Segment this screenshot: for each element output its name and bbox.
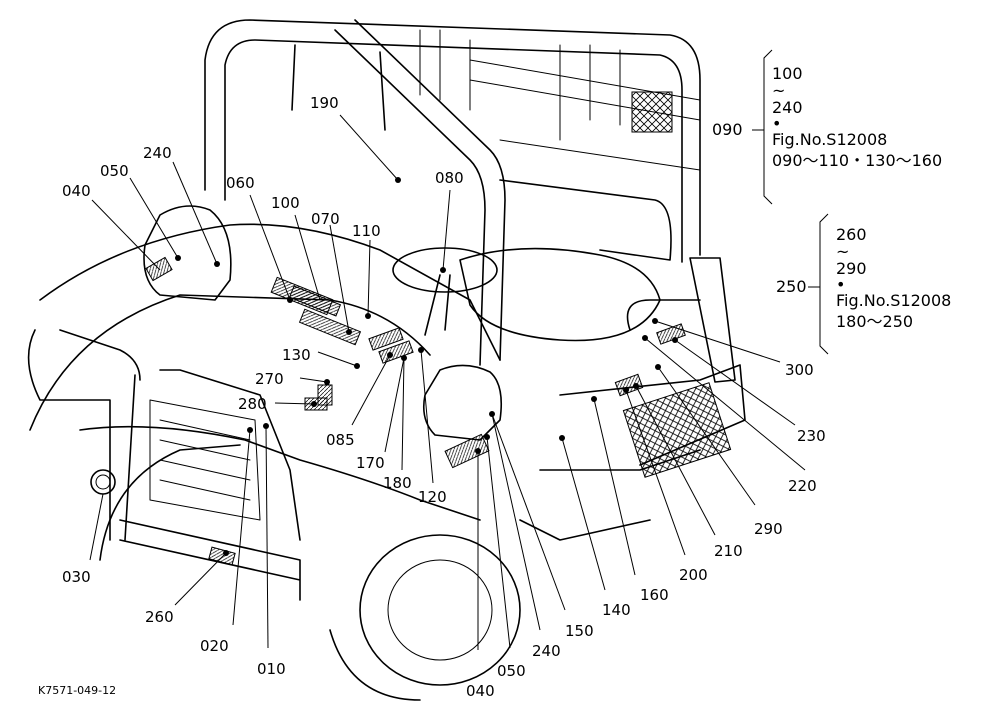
- callout-120: 120: [418, 488, 447, 506]
- callout-300: 300: [785, 361, 814, 379]
- note-250-line-5: Fig.No.S12008: [836, 291, 952, 310]
- callout-040-top: 040: [62, 182, 91, 200]
- note-090-line-3: 240: [772, 98, 803, 117]
- callout-180: 180: [383, 474, 412, 492]
- callout-085: 085: [326, 431, 355, 449]
- callout-130: 130: [282, 346, 311, 364]
- note-090-line-5: Fig.No.S12008: [772, 130, 888, 149]
- callout-280: 280: [238, 395, 267, 413]
- callout-140: 140: [602, 601, 631, 619]
- note-250-line-2: ~: [836, 242, 850, 261]
- note-090-line-1: 100: [772, 64, 803, 83]
- callout-080: 080: [435, 169, 464, 187]
- note-250-line-1: 260: [836, 225, 867, 244]
- callout-060: 060: [226, 174, 255, 192]
- note-250-line-4: •: [836, 275, 846, 294]
- note-250-line-3: 290: [836, 259, 867, 278]
- note-brackets: [752, 49, 829, 355]
- callout-050-bottom: 050: [497, 662, 526, 680]
- callout-190: 190: [310, 94, 339, 112]
- callout-260-bottom: 260: [145, 608, 174, 626]
- callout-100: 100: [271, 194, 300, 212]
- callout-070: 070: [311, 210, 340, 228]
- callout-030: 030: [62, 568, 91, 586]
- callout-270: 270: [255, 370, 284, 388]
- callout-150: 150: [565, 622, 594, 640]
- note-090: 100 ~ 240 • Fig.No.S12008 090～110・130～16…: [772, 63, 942, 171]
- note-key-090: 090: [712, 120, 743, 139]
- leader-lines: [89, 114, 806, 650]
- callout-210: 210: [714, 542, 743, 560]
- decals: [145, 256, 686, 566]
- callout-170: 170: [356, 454, 385, 472]
- note-090-line-6: 090～110・130～160: [772, 151, 943, 170]
- callout-010: 010: [257, 660, 286, 678]
- callout-110: 110: [352, 222, 381, 240]
- note-250-line-6: 180～250: [836, 312, 914, 331]
- callout-240-top: 240: [143, 144, 172, 162]
- drawing-code: K7571-049-12: [38, 684, 117, 697]
- callout-200: 200: [679, 566, 708, 584]
- callout-050-top: 050: [100, 162, 129, 180]
- callout-040-bottom: 040: [466, 682, 495, 700]
- note-key-250: 250: [776, 277, 807, 296]
- note-250: 260 ~ 290 • Fig.No.S12008 180～250: [836, 224, 951, 332]
- callout-240-bottom: 240: [532, 642, 561, 660]
- callout-290-bottom: 290: [754, 520, 783, 538]
- callout-230: 230: [797, 427, 826, 445]
- callout-160: 160: [640, 586, 669, 604]
- callout-numbers: 190 240 050 040 060 100 070 110 080 130 …: [62, 94, 826, 700]
- callout-220: 220: [788, 477, 817, 495]
- vehicle-line-art: [27, 19, 746, 701]
- callout-020: 020: [200, 637, 229, 655]
- note-090-line-2: ~: [772, 81, 786, 100]
- note-090-line-4: •: [772, 114, 782, 133]
